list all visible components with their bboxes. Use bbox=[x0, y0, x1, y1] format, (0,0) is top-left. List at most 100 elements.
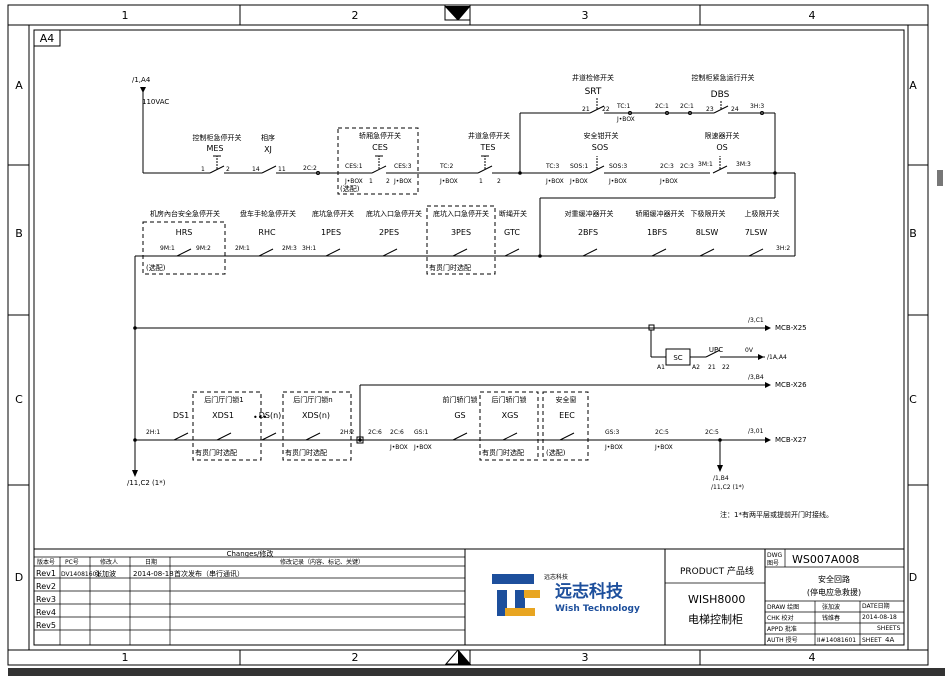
svg-text:22: 22 bbox=[722, 364, 730, 371]
svg-text:/3,C1: /3,C1 bbox=[748, 317, 764, 324]
tes-desc: 井道急停开关 bbox=[468, 131, 510, 140]
xdsn-code: XDS(n) bbox=[302, 411, 330, 420]
row-label-a: A bbox=[15, 79, 23, 92]
svg-text:DWG: DWG bbox=[767, 552, 783, 559]
pes3-optional: 有贯门时选配 bbox=[429, 263, 471, 272]
svg-text:II#14081601: II#14081601 bbox=[817, 637, 856, 644]
svg-text:2C:6: 2C:6 bbox=[390, 429, 404, 436]
svg-text:2H:1: 2H:1 bbox=[146, 429, 160, 436]
eec-desc: 安全窗 bbox=[556, 395, 577, 404]
drawing-number: WS007A008 bbox=[792, 553, 859, 566]
ces-option-box bbox=[337, 127, 419, 195]
svg-text:图号: 图号 bbox=[767, 560, 779, 567]
company-logo: 远志科技 bbox=[492, 573, 568, 616]
svg-text:2C:6: 2C:6 bbox=[368, 429, 382, 436]
svg-text:DRAW 绘图: DRAW 绘图 bbox=[767, 603, 799, 611]
svg-text:2014-08-18: 2014-08-18 bbox=[133, 570, 174, 578]
xj-code: XJ bbox=[264, 145, 272, 154]
svg-text:TC:1: TC:1 bbox=[616, 103, 631, 110]
svg-text:CES:1: CES:1 bbox=[345, 163, 363, 170]
ces-desc: 轿厢急停开关 bbox=[359, 131, 401, 140]
svg-text:2M:3: 2M:3 bbox=[282, 245, 297, 252]
svg-text:21: 21 bbox=[582, 106, 590, 113]
drawing-subtitle: (停电应急救援) bbox=[807, 587, 861, 597]
xdsn-optional: 有贯门时选配 bbox=[285, 448, 327, 457]
svg-text:J•BOX: J•BOX bbox=[654, 444, 673, 451]
dsn-code: DS(n) bbox=[259, 411, 282, 420]
xgs-optional: 有贯门时选配 bbox=[482, 448, 524, 457]
svg-text:3M:3: 3M:3 bbox=[736, 161, 751, 168]
xdsn-option-box bbox=[282, 391, 352, 461]
xgs-desc: 后门轿门锁 bbox=[492, 395, 527, 404]
svg-text:远志科技: 远志科技 bbox=[544, 573, 568, 581]
wire-2c2: 2C:2 bbox=[303, 165, 317, 172]
svg-text:24: 24 bbox=[731, 106, 739, 113]
svg-text:J•BOX: J•BOX bbox=[569, 178, 588, 185]
xj-desc: 相序 bbox=[261, 133, 275, 142]
svg-text:/1A,A4: /1A,A4 bbox=[767, 354, 787, 361]
mcb-x26-label: MCB-X26 bbox=[775, 381, 807, 389]
svg-text:SOS:3: SOS:3 bbox=[609, 163, 627, 170]
svg-text:2: 2 bbox=[497, 178, 501, 185]
pes3-code: 3PES bbox=[451, 228, 471, 237]
svg-text:J•BOX: J•BOX bbox=[389, 444, 408, 451]
svg-text:J•BOX: J•BOX bbox=[608, 178, 627, 185]
svg-text:/1,B4: /1,B4 bbox=[713, 475, 729, 482]
drawing-title: 安全回路 bbox=[818, 574, 850, 584]
lsw7-code: 7LSW bbox=[745, 228, 768, 237]
dbs-code: DBS bbox=[711, 90, 730, 100]
pes1-desc: 底坑急停开关 bbox=[312, 209, 354, 218]
svg-text:2014-08-18: 2014-08-18 bbox=[862, 614, 897, 621]
dots: ••• bbox=[253, 413, 267, 422]
bfs2-desc: 对重缓冲器开关 bbox=[565, 209, 614, 218]
lsw8-desc: 下极限开关 bbox=[691, 209, 726, 218]
mcb-x27-label: MCB-X27 bbox=[775, 436, 807, 444]
svg-text:/3,B4: /3,B4 bbox=[748, 374, 764, 381]
svg-text:9M:2: 9M:2 bbox=[196, 245, 211, 252]
rhc-desc: 盘车手轮急停开关 bbox=[240, 209, 296, 218]
svg-text:9M:1: 9M:1 bbox=[160, 245, 175, 252]
col-label-4: 4 bbox=[809, 9, 816, 22]
svg-text:11: 11 bbox=[278, 166, 286, 173]
svg-text:DATE日期: DATE日期 bbox=[862, 602, 890, 610]
svg-text:2C:5: 2C:5 bbox=[705, 429, 719, 436]
xdsn-desc: 后门厅门锁n bbox=[293, 395, 332, 404]
lsw7-desc: 上极限开关 bbox=[745, 209, 780, 218]
svg-text:CES:3: CES:3 bbox=[394, 163, 412, 170]
rev2-label: Rev2 bbox=[36, 582, 56, 591]
svg-text:TC:3: TC:3 bbox=[545, 163, 560, 170]
svg-text:SC: SC bbox=[673, 354, 682, 362]
svg-text:2H:2: 2H:2 bbox=[340, 429, 354, 436]
row-label-b: B bbox=[15, 227, 23, 240]
gtc-code: GTC bbox=[504, 228, 520, 237]
svg-text:J•BOX: J•BOX bbox=[344, 178, 363, 185]
svg-text:3H:1: 3H:1 bbox=[302, 245, 316, 252]
xds1-desc: 后门厅门锁1 bbox=[204, 395, 243, 404]
svg-text:CHK 校对: CHK 校对 bbox=[767, 614, 794, 622]
svg-text:SOS:1: SOS:1 bbox=[570, 163, 588, 170]
svg-text:UPC: UPC bbox=[709, 346, 723, 354]
xgs-option-box bbox=[479, 391, 539, 461]
product-cn: 电梯控制柜 bbox=[688, 612, 743, 626]
pes2-code: 2PES bbox=[379, 228, 399, 237]
svg-text:4A: 4A bbox=[885, 636, 894, 644]
svg-text:SHEET: SHEET bbox=[862, 637, 882, 644]
eec-optional: (选配) bbox=[546, 448, 566, 457]
svg-text:2C:1: 2C:1 bbox=[680, 103, 694, 110]
rev5-label: Rev5 bbox=[36, 621, 56, 630]
svg-text:2M:1: 2M:1 bbox=[235, 245, 250, 252]
svg-text:2C:3: 2C:3 bbox=[680, 163, 694, 170]
svg-text:2C:5: 2C:5 bbox=[655, 429, 669, 436]
pes3-option-box bbox=[426, 205, 496, 275]
gs-desc: 前门轿门锁 bbox=[443, 395, 478, 404]
row-label-c-right: C bbox=[909, 393, 917, 406]
svg-text:AUTH 授号: AUTH 授号 bbox=[767, 636, 798, 644]
mcb-x25-label: MCB-X25 bbox=[775, 324, 807, 332]
rev1-label: Rev1 bbox=[36, 569, 56, 578]
svg-text:J•BOX: J•BOX bbox=[393, 178, 412, 185]
svg-text:张加波: 张加波 bbox=[822, 603, 840, 611]
lsw8-code: 8LSW bbox=[696, 228, 719, 237]
svg-text:J•BOX: J•BOX bbox=[616, 116, 635, 123]
row1-circuit: /1,A4 110VAC 控制柜急停开关 MES 1 2 相序 XJ 14 11… bbox=[132, 73, 796, 256]
